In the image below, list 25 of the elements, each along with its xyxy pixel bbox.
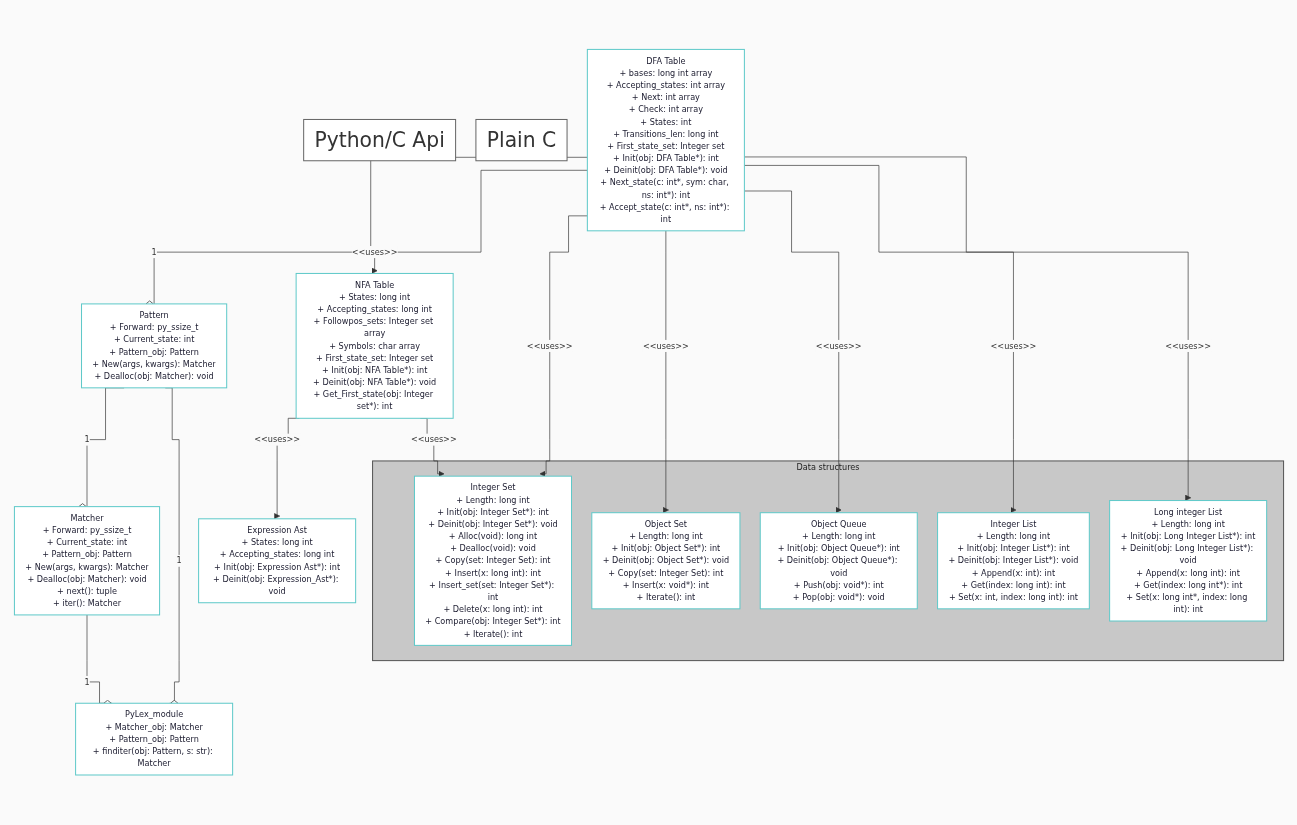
edge-label: <<uses>> xyxy=(351,247,398,258)
node-box: Object Set + Length: long int + Init(obj: Object Set*): int + Deinit(obj: Object Set*): void + Copy(set: Integer Set): int + Insert(x: void*): int + Iterate(): int xyxy=(590,512,740,610)
edge-label: <<uses>> xyxy=(990,341,1036,351)
edge-label: 1 xyxy=(176,556,182,566)
node-box: Integer List + Length: long int + Init(obj: Integer List*): int + Deinit(obj: Integer List*): void + Append(x: int): int + Get(index: long int): int + Set(x: int, index: long int): int xyxy=(936,512,1090,610)
node-box: Plain C xyxy=(474,119,568,162)
edge-label: <<uses>> xyxy=(410,435,457,445)
edge-label: 1 xyxy=(151,247,157,258)
node-box: Expression Ast + States: long int + Accepting_states: long int + Init(obj: Expression Ast*): int + Deinit(obj: Expression_Ast*): void xyxy=(197,518,356,604)
node-box: Long integer List + Length: long int + Init(obj: Long Integer List*): int + Deinit(obj: Long Integer List*): void + Append(x: long int): int + Get(index: long int*): int + Set(x: long int*, index: long int): int xyxy=(1108,500,1267,622)
node-box: Python/C Api xyxy=(302,119,456,162)
node-box: Integer Set + Length: long int + Init(obj: Integer Set*): int + Deinit(obj: Integer Set*): void + Alloc(void): long int + Dealloc(void): void + Copy(set: Integer Set): int + Insert(x: long int): int + Insert_set(set: Integer Set*): int + Delete(x: long int): int + Compare(obj: Integer Set*): int + Iterate(): int xyxy=(413,475,572,647)
edge-label: <<uses>> xyxy=(1164,341,1211,351)
node-box: Pattern + Forward: py_ssize_t + Current_state: int + Pattern_obj: Pattern + New(args, kwargs): Matcher + Dealloc(obj: Matcher): void xyxy=(80,303,227,389)
edge-label: <<uses>> xyxy=(526,341,573,351)
edge-label: 1 xyxy=(83,435,90,445)
edge-label: <<uses>> xyxy=(642,341,689,351)
edge-label: 1 xyxy=(83,677,90,687)
node-box: DFA Table + bases: long int array + Accepting_states: int array + Next: int array + Check: int array + States: int + Transitions_len: long int + First_state_set: Integer set + Init(obj: DFA Table*): int + Deinit(obj: DFA Table*): void + Next_state(c: int*, sym: char, ns: int*): int + Accept_state(c: int*, ns: int*): int xyxy=(586,49,745,232)
node-box: NFA Table + States: long int + Accepting_states: long int + Followpos_sets: Integer set array + Symbols: char array + First_state_set: Integer set + Init(obj: NFA Table*): int + Deinit(obj: NFA Table*): void + Get_First_state(obj: Integer set*): int xyxy=(295,273,454,420)
node-box: PyLex_module + Matcher_obj: Matcher + Pattern_obj: Pattern + finditer(obj: Pattern, s: str): Matcher xyxy=(74,703,233,776)
edge-label: <<uses>> xyxy=(253,435,300,445)
node-box: Object Queue + Length: long int + Init(obj: Object Queue*): int + Deinit(obj: Object Queue*): void + Push(obj: void*): int + Pop(obj: void*): void xyxy=(759,512,918,610)
node-box: Matcher + Forward: py_ssize_t + Current_state: int + Pattern_obj: Pattern + New(args, kwargs): Matcher + Dealloc(obj: Matcher): void + next(): tuple + iter(): Matcher xyxy=(13,506,160,616)
edge-label: <<uses>> xyxy=(815,341,862,351)
